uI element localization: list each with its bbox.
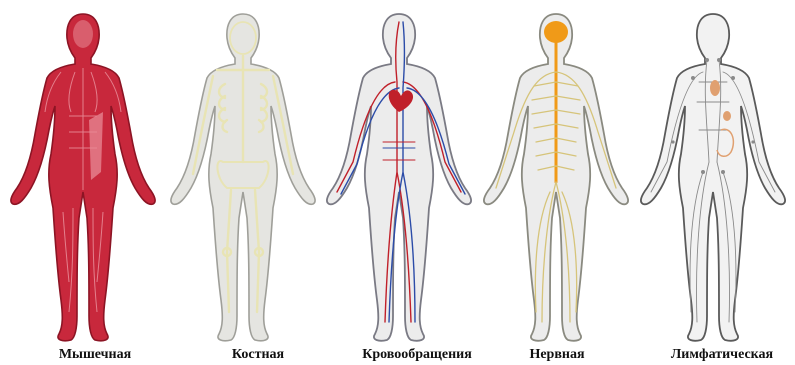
lymphatic-system-figure — [641, 14, 785, 341]
label-muscular: Мышечная — [59, 347, 132, 362]
label-skeletal: Костная — [232, 347, 285, 362]
label-lymphatic: Лимфатическая — [671, 347, 774, 362]
label-nervous: Нервная — [529, 347, 585, 362]
circulatory-system-figure — [327, 14, 471, 341]
nervous-system-figure — [484, 14, 628, 341]
label-circulatory: Кровообращения — [362, 347, 472, 362]
skeletal-system-figure — [171, 14, 315, 341]
muscular-system-figure — [11, 14, 155, 341]
